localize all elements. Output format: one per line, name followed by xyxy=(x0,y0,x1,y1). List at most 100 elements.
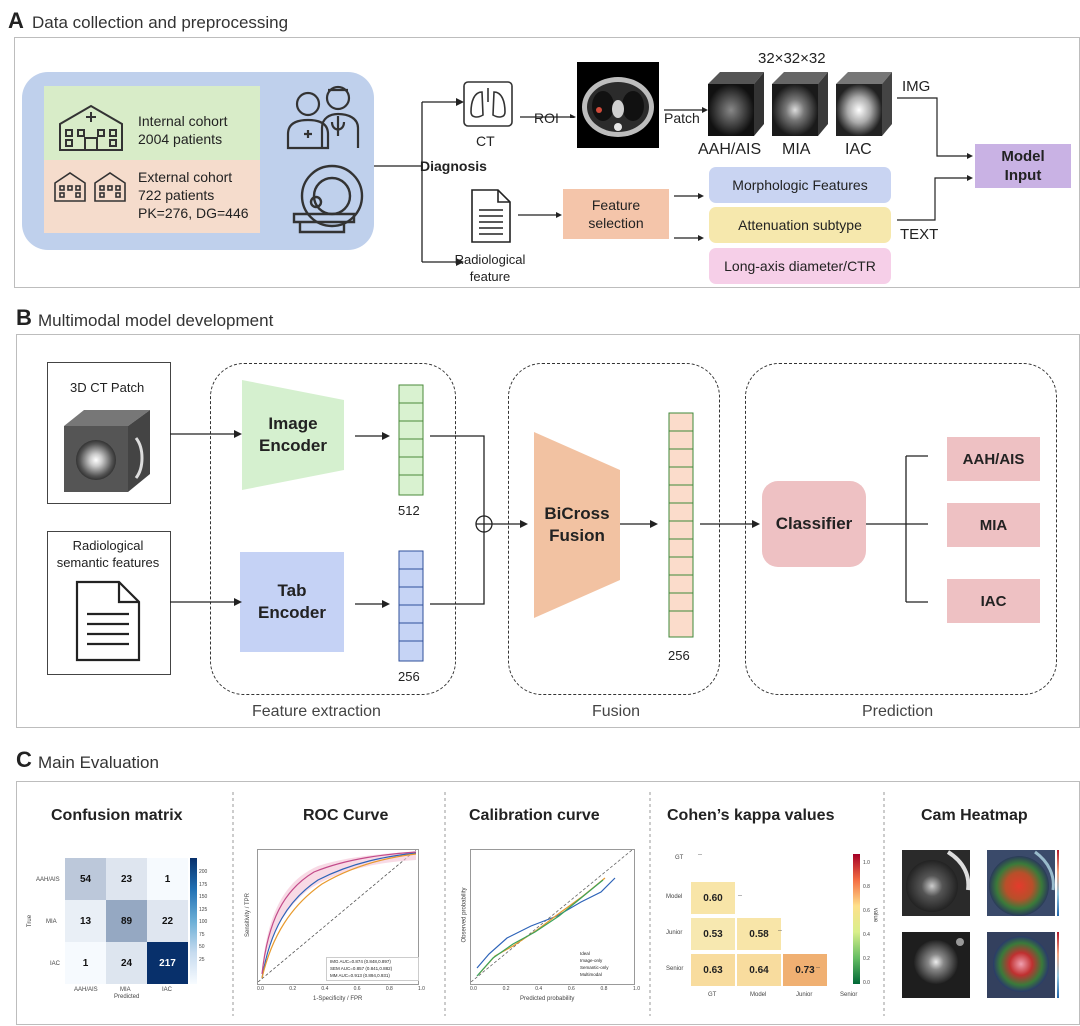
calibration-legend: Ideal Image-only Semantic-only Multimoda… xyxy=(580,950,609,978)
roc-xlabel: 1-Specificity / FPR xyxy=(313,996,363,1002)
section-b-title: Multimodal model development xyxy=(38,311,274,330)
roc-curves xyxy=(258,850,416,982)
ct-patch-label: 3D CT Patch xyxy=(70,380,145,395)
cam-heatmap-title: Cam Heatmap xyxy=(921,807,1028,824)
group-label-prediction: Prediction xyxy=(862,703,934,720)
kappa-cb-tick: 1.0 xyxy=(863,860,870,866)
model-connectors xyxy=(170,430,928,608)
calibration-ylabel: Observed probability xyxy=(461,887,468,943)
cal-xtick: 0.2 xyxy=(502,986,510,992)
kappa-col-model: Model xyxy=(750,992,767,998)
kappa-row-model: Model xyxy=(666,894,683,900)
calibration-curves xyxy=(471,850,632,982)
cal-xtick: 0.4 xyxy=(535,986,543,992)
roc-legend-mm: MM AUC=0.913 (0.894,0.931) xyxy=(330,973,390,978)
cal-xtick: 0.0 xyxy=(470,986,477,992)
dim-256-tab-label: 256 xyxy=(398,669,420,684)
group-label-fusion: Fusion xyxy=(592,703,641,720)
ct-cube-image xyxy=(64,410,150,492)
kappa-col-junior: Junior xyxy=(796,992,813,998)
cm-xlabel: Predicted xyxy=(114,994,140,1000)
roc-xticks: 0.0 0.2 0.4 0.6 0.8 1.0 xyxy=(257,986,425,992)
kappa-col-senior: Senior xyxy=(840,992,858,998)
cm-ylabel: True xyxy=(27,914,34,928)
cm-row-label-aah: AAH/AIS xyxy=(36,877,60,883)
class-label-aah: AAH/AIS xyxy=(698,141,762,158)
roc-xtick: 0.8 xyxy=(385,986,393,992)
cam-colorbar-1 xyxy=(1057,850,1059,916)
bicross-fusion-shape xyxy=(534,432,620,618)
image-feature-vector xyxy=(398,384,424,496)
diameter-ctr-box: Long-axis diameter/CTR xyxy=(709,248,891,284)
external-cohort-count: 722 patients xyxy=(138,187,215,203)
ct-slice-image xyxy=(577,62,659,148)
tab-encoder-line1: Tab xyxy=(277,581,307,600)
kappa-dash: -- xyxy=(698,852,702,858)
roi-label: ROI xyxy=(534,110,559,126)
roc-legend-sem: SEM AUC=0.857 (0.841,0.882) xyxy=(330,966,393,971)
bicross-line2: Fusion xyxy=(549,526,605,545)
roc-xtick: 0.4 xyxy=(321,986,329,992)
ct-patch-box xyxy=(47,362,171,504)
semantic-features-box xyxy=(47,531,171,675)
kappa-colorbar-label: value xyxy=(872,907,879,923)
cm-cb-tick: 100 xyxy=(199,919,208,925)
cm-col-label-mia: MIA xyxy=(120,987,131,993)
cm-cell: 13 xyxy=(65,900,106,942)
confusion-matrix-grid: 54 23 1 13 89 22 1 24 217 xyxy=(65,858,188,984)
text-label: TEXT xyxy=(900,226,939,243)
roc-ylabel: Sensitivity / TPR xyxy=(244,893,251,937)
feature-arrows xyxy=(674,193,704,241)
radiological-feature-label: Radiological feature xyxy=(450,251,530,285)
cm-cb-tick: 150 xyxy=(199,894,208,900)
roc-xtick: 0.6 xyxy=(353,986,361,992)
external-cohort-text: External cohort 722 patients PK=276, DG=… xyxy=(138,168,249,222)
feature-extraction-group xyxy=(210,363,456,695)
cm-cell: 22 xyxy=(147,900,188,942)
calibration-curve-title: Calibration curve xyxy=(469,807,600,824)
morphologic-features-box: Morphologic Features xyxy=(709,167,891,203)
model-input-box: Model Input xyxy=(975,144,1071,188)
kappa-cb-tick: 0.0 xyxy=(863,980,870,986)
roc-legend-img: IMG AUC=0.874 (0.848,0.897) xyxy=(330,959,391,964)
image-encoder-label: Image Encoder xyxy=(240,410,346,460)
cal-xtick: 0.8 xyxy=(600,986,608,992)
patch-cubes xyxy=(708,72,892,136)
diagnosis-label: Diagnosis xyxy=(420,158,487,174)
document-icon xyxy=(471,189,511,243)
kappa-cell: 0.63 xyxy=(691,954,735,986)
doctors-icon xyxy=(286,85,360,150)
cm-cb-tick: 200 xyxy=(199,869,208,875)
kappa-cb-tick: 0.4 xyxy=(863,932,870,938)
lungs-icon xyxy=(463,81,513,127)
cal-legend-image: Image-only xyxy=(580,958,603,963)
roc-xtick: 0.0 xyxy=(257,986,264,992)
fused-feature-vector xyxy=(668,412,694,638)
section-a-title: Data collection and preprocessing xyxy=(32,13,289,32)
patch-arrow xyxy=(664,107,708,113)
kappa-dash: -- xyxy=(778,928,782,934)
roc-xtick: 0.2 xyxy=(289,986,297,992)
cal-legend-ideal: Ideal xyxy=(580,951,590,956)
section-c-title: Main Evaluation xyxy=(38,753,159,772)
external-cohort-split: PK=276, DG=446 xyxy=(138,205,249,221)
kappa-colorbar-ticks: 1.0 0.8 0.6 0.4 0.2 0.0 xyxy=(863,851,870,995)
feature-selection-line1: Feature xyxy=(591,197,641,213)
image-encoder-shape xyxy=(242,380,344,490)
semantic-features-label: Radiological semantic features xyxy=(54,537,162,571)
calibration-plot-area xyxy=(470,849,635,985)
prediction-group xyxy=(745,363,1057,695)
cm-cell: 1 xyxy=(65,942,106,984)
section-a-letter: A xyxy=(8,8,24,33)
kappa-cb-tick: 0.8 xyxy=(863,884,870,890)
img-label: IMG xyxy=(902,78,931,95)
feature-selection-box: Feature selection xyxy=(563,189,669,239)
kappa-cell: 0.73 xyxy=(783,954,827,986)
fsel-arrow xyxy=(518,212,562,218)
section-b-letter: B xyxy=(16,305,32,330)
semantic-document-icon xyxy=(75,580,141,662)
internal-cohort-count: 2004 patients xyxy=(138,131,223,147)
scanner-icon xyxy=(292,164,364,234)
internal-cohort-text: Internal cohort 2004 patients xyxy=(138,112,228,148)
model-input-line2: Input xyxy=(1004,167,1042,184)
